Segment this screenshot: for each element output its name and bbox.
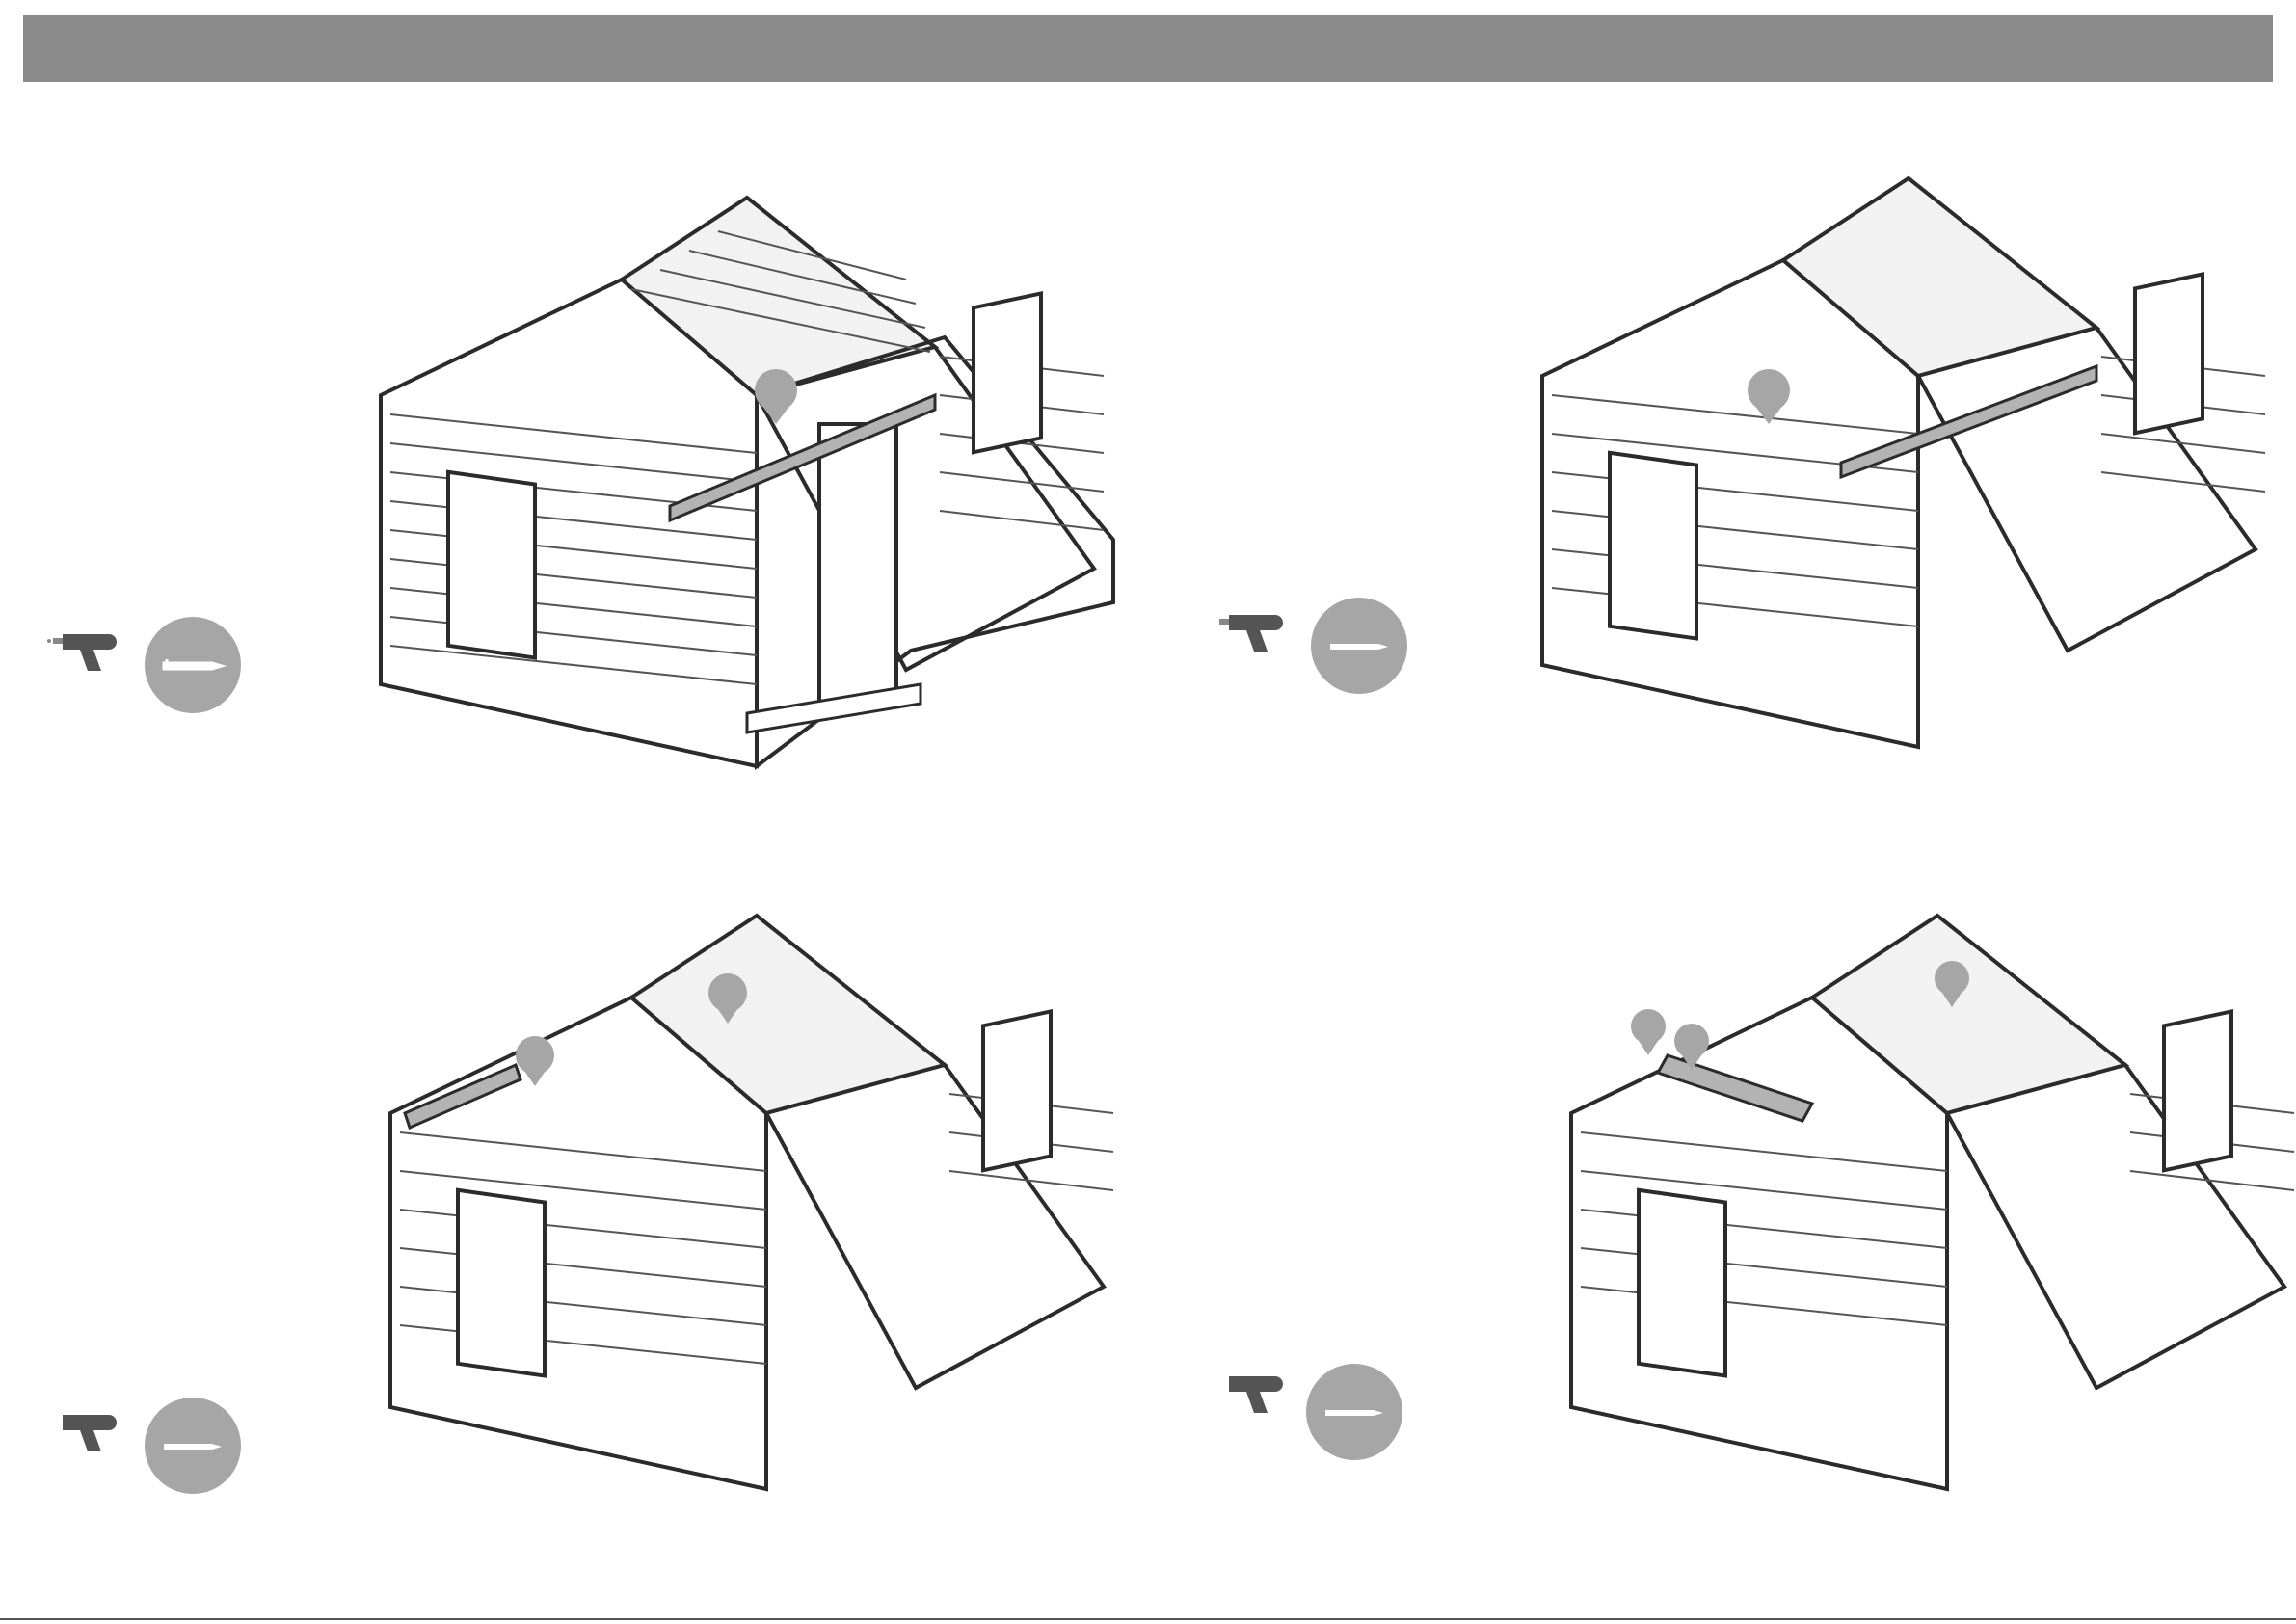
screw-icon	[145, 617, 241, 713]
step-3-illustration	[48, 882, 1128, 1581]
drill-icon	[1229, 1376, 1283, 1413]
step-4-diagram	[1219, 882, 2280, 1576]
screw-icon	[1311, 598, 1407, 694]
step-3-diagram	[48, 882, 1128, 1576]
header-bar	[23, 15, 2273, 82]
screw-icon	[1306, 1364, 1402, 1460]
drill-icon	[63, 1415, 117, 1451]
screw-icon	[145, 1398, 241, 1494]
cabin-drawing	[381, 198, 1113, 766]
step-1-diagram	[48, 164, 1128, 848]
bottom-rule	[0, 1618, 2296, 1620]
drill-icon	[47, 634, 117, 671]
drill-icon	[1219, 615, 1283, 652]
step-2-illustration	[1210, 145, 2270, 843]
step-4-illustration	[1219, 882, 2280, 1581]
step-1-illustration	[48, 164, 1128, 853]
step-2-diagram	[1210, 145, 2270, 839]
marker-pin	[1631, 1009, 1666, 1055]
